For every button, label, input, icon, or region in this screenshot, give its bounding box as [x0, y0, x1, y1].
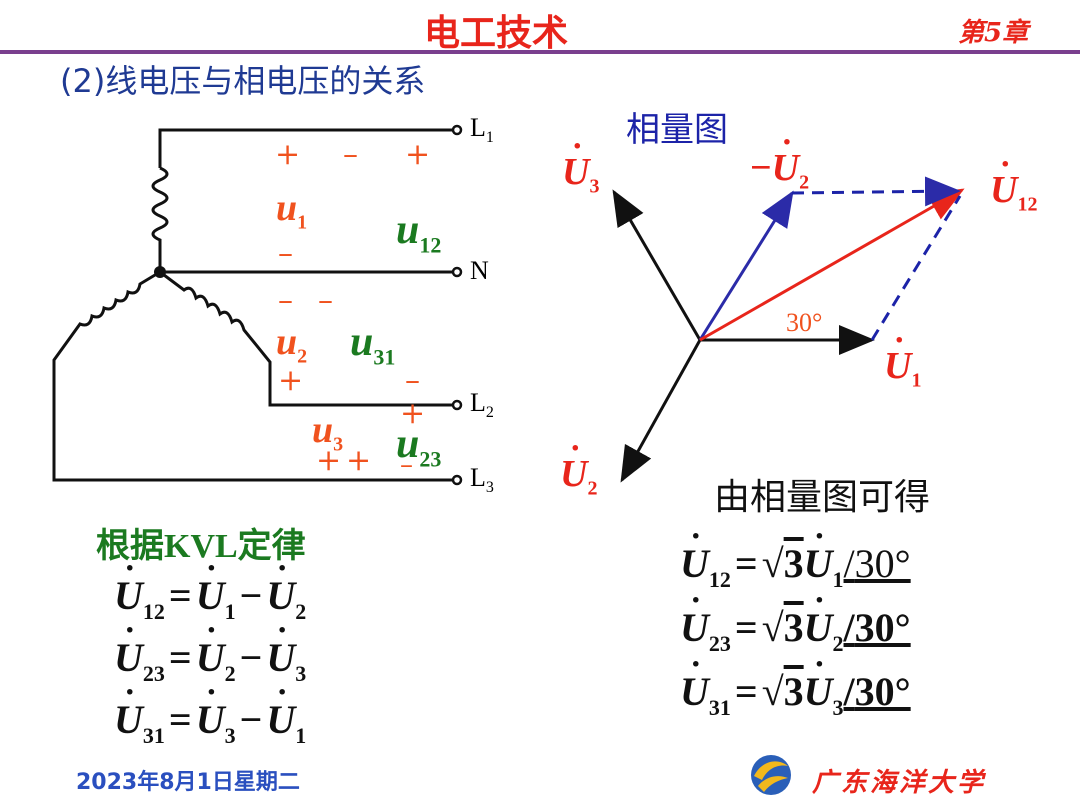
circuit-diagram [52, 128, 453, 482]
footer-date: 2023年8月1日星期二 [76, 770, 300, 795]
terminal-l2-label: L2 [470, 388, 494, 422]
sign-u2-minus-b: – [318, 283, 333, 318]
sign-u1-plus: + [275, 137, 301, 172]
label-phasor-u2: U2 [560, 430, 597, 501]
kvl-equation-1: U12=U1−U2 [114, 550, 306, 625]
label-u3: u3 [312, 409, 344, 456]
sign-u31-minus: – [405, 363, 420, 398]
kvl-equation-3: U31=U3−U1 [114, 674, 306, 749]
label-u12: u12 [396, 207, 442, 258]
sign-u23-minus: – [400, 450, 413, 480]
section-title: (2)线电压与相电压的关系 [60, 62, 426, 100]
sign-u31-plus: + [346, 443, 372, 478]
sign-u1-minus: – [278, 236, 293, 271]
coil-phase-1 [151, 166, 169, 272]
terminal-l1-label: L1 [470, 113, 494, 147]
label-phasor-neg-u2: −U2 [750, 124, 809, 195]
kvl-equation-2: U23=U2−U3 [114, 612, 306, 687]
label-phasor-u1: U1 [884, 322, 921, 393]
terminal-n-label: N [470, 256, 489, 285]
coil-phase-2 [159, 270, 453, 407]
dashed-top [791, 176, 961, 207]
sign-u2-minus-a: – [278, 283, 293, 318]
label-u1: u1 [276, 187, 308, 234]
terminal-dots [451, 124, 463, 486]
wire-l1 [158, 128, 453, 168]
phasor-u12-arrow [699, 188, 965, 342]
coil-phase-3 [52, 270, 453, 482]
result-equation-1: U12=√3U1/30° [680, 518, 911, 593]
sign-u23-plus: + [400, 396, 426, 431]
label-u23: u23 [396, 421, 442, 472]
result-equation-3: U31=√3U3/30° [680, 646, 911, 721]
dashed-right [870, 195, 962, 341]
phasor-u2-arrow [620, 339, 702, 483]
phasor-diagram [612, 176, 965, 483]
sign-u12-minus-top: – [343, 137, 358, 172]
chapter-label: 第5章 [958, 18, 1029, 48]
label-u2: u2 [276, 321, 308, 368]
sign-u3-plus: + [316, 443, 342, 478]
phasor-title: 相量图 [626, 110, 728, 150]
header-rule [0, 50, 1080, 54]
angle-label: 30° [786, 308, 823, 337]
label-u31: u31 [350, 319, 396, 370]
sign-u2-plus: + [278, 363, 304, 398]
label-phasor-u3: U3 [562, 128, 599, 199]
university-logo [748, 752, 794, 798]
neutral-node [154, 266, 166, 278]
footer-university: 广东海洋大学 [812, 768, 987, 798]
phasor-neg-u2-arrow [698, 190, 794, 341]
phasor-u3-arrow [612, 189, 702, 341]
result-equation-2: U23=√3U2/30° [680, 582, 911, 657]
label-phasor-u12: U12 [990, 146, 1037, 217]
sign-u12-plus-top: + [405, 137, 431, 172]
course-title: 电工技术 [424, 13, 569, 54]
terminal-l3-label: L3 [470, 463, 494, 497]
from-phasor-heading: 由相量图可得 [714, 477, 931, 517]
